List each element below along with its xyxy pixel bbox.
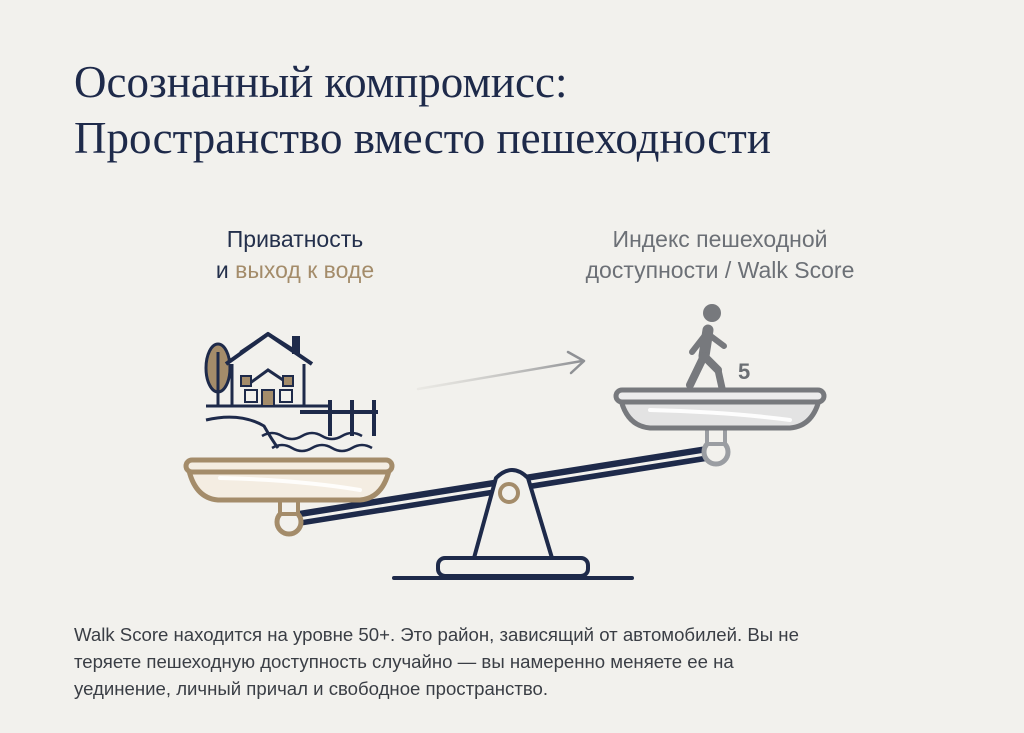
description-line-3: уединение, личный причал и свободное про…	[74, 678, 549, 699]
water-access-label: выход к воде	[235, 257, 375, 283]
scale-base	[392, 468, 634, 580]
walk-score-value: 5	[738, 359, 750, 384]
description-text: Walk Score находится на уровне 50+. Это …	[74, 621, 984, 702]
privacy-label-line-1: Приватность	[226, 226, 364, 252]
page-title: Осознанный компромисс: Пространство вмес…	[74, 54, 974, 166]
arrow-right-icon	[416, 350, 586, 391]
right-pan	[613, 387, 827, 467]
privacy-label: Приватность и выход к воде	[150, 224, 440, 286]
description-line-2: теряете пешеходную доступность случайно …	[74, 651, 734, 672]
description-line-1: Walk Score находится на уровне 50+. Это …	[74, 624, 799, 645]
house-waterfront-icon	[204, 331, 378, 453]
privacy-label-prefix: и	[215, 257, 236, 283]
title-line-1: Осознанный компромисс:	[74, 57, 568, 107]
left-pan	[183, 457, 395, 537]
walk-score-label: Индекс пешеходной доступности / Walk Sco…	[520, 224, 920, 286]
walking-person-icon	[686, 304, 727, 392]
privacy-label-line-2: и выход к воде	[150, 255, 440, 286]
walk-score-label-line-1: Индекс пешеходной	[612, 226, 828, 252]
walk-score-label-line-2: доступности / Walk Score	[585, 257, 855, 283]
title-line-2: Пространство вместо пешеходности	[74, 113, 771, 163]
